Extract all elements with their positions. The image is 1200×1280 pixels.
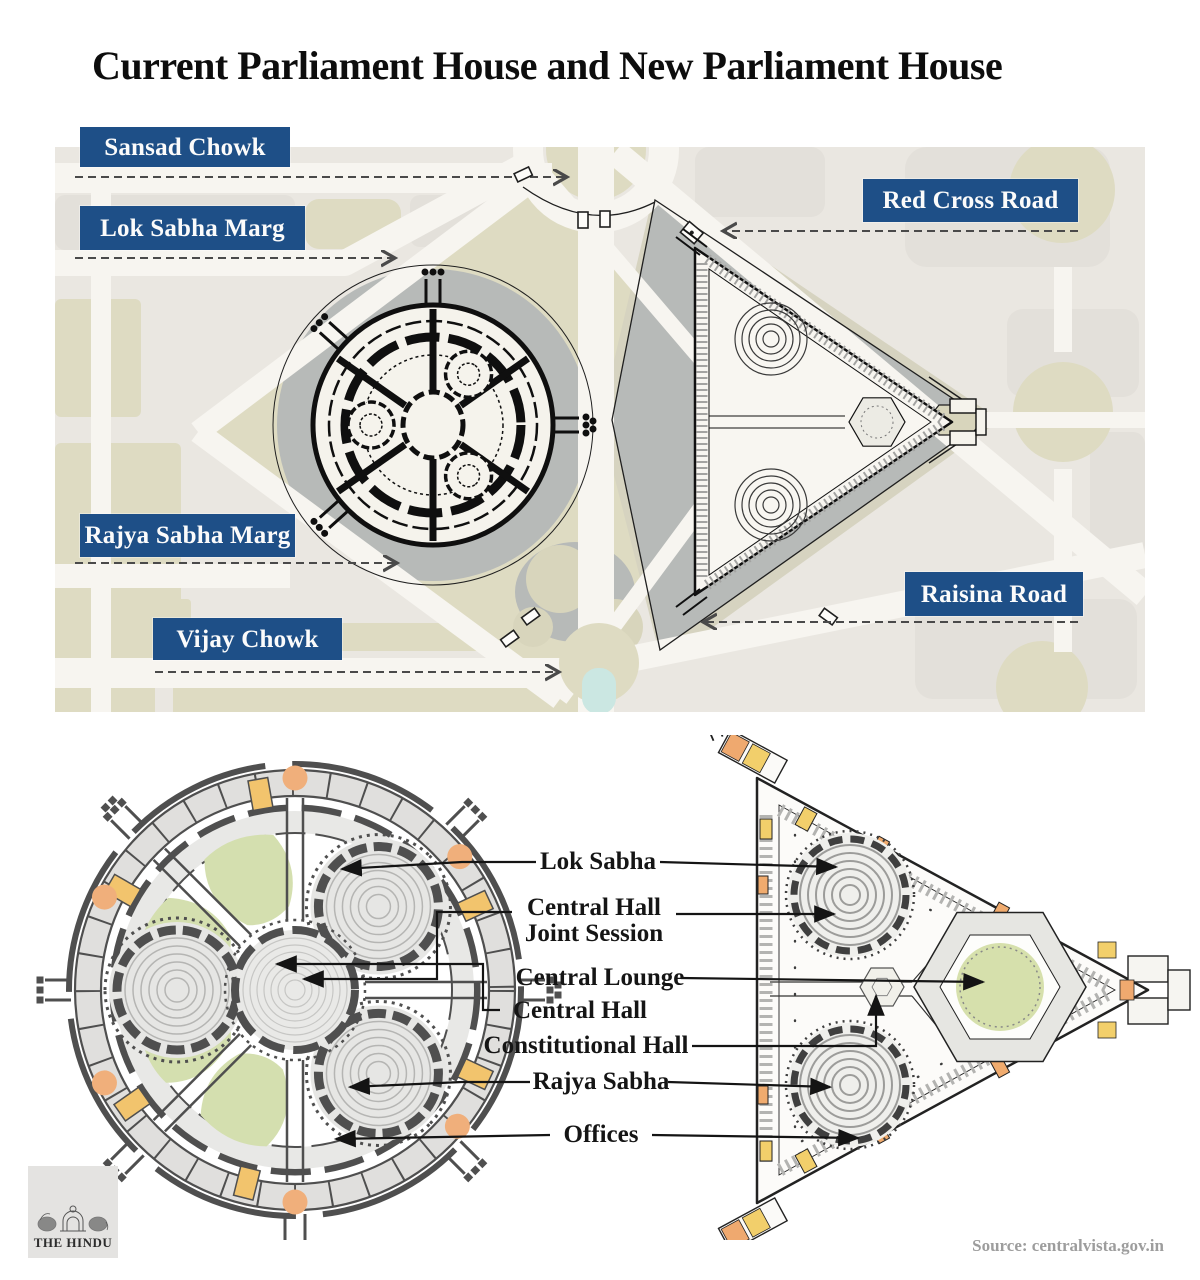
- road-label-raisina-road: Raisina Road: [905, 572, 1083, 616]
- annotation-lines: [274, 857, 986, 1148]
- gates: [499, 210, 839, 649]
- publisher-logo: THE HINDU: [28, 1166, 118, 1258]
- annotation-central-hall: Central Hall: [512, 997, 648, 1024]
- floor-plans: [0, 703, 1200, 1278]
- floor-plans-graphic: [36, 703, 1191, 1278]
- road-label-sansad-chowk: Sansad Chowk: [80, 127, 290, 167]
- road-label-rajya-sabha-marg: Rajya Sabha Marg: [80, 514, 295, 557]
- annotation-rajya-sabha: Rajya Sabha: [532, 1068, 670, 1095]
- old-parliament-map-drawing: [310, 268, 597, 548]
- new-parliament-map-drawing: [675, 228, 987, 616]
- annotation-offices: Offices: [563, 1121, 639, 1148]
- road-label-red-cross-road: Red Cross Road: [863, 179, 1078, 222]
- annotation-central-lounge: Central Lounge: [515, 964, 685, 991]
- publisher-emblem-icon: [37, 1205, 109, 1232]
- annotation-constitutional-hall: Constitutional Hall: [483, 1032, 689, 1059]
- road-arrows: [75, 177, 1078, 672]
- road-label-vijay-chowk: Vijay Chowk: [153, 618, 342, 660]
- annotation-central-hall-joint-session: Central Hall Joint Session: [524, 894, 664, 948]
- annotation-line-1: Central Hall: [526, 894, 662, 921]
- annotation-lok-sabha: Lok Sabha: [539, 848, 657, 875]
- road-label-lok-sabha-marg: Lok Sabha Marg: [80, 206, 305, 250]
- pond: [559, 623, 639, 712]
- source-credit: Source: centralvista.gov.in: [972, 1236, 1164, 1255]
- current-parliament-plan: [36, 761, 562, 1249]
- new-parliament-plan: [698, 703, 1191, 1278]
- publisher-logo-text: THE HINDU: [33, 1235, 113, 1250]
- annotation-line-2: Joint Session: [524, 920, 664, 948]
- page-title: Current Parliament House and New Parliam…: [92, 43, 1003, 88]
